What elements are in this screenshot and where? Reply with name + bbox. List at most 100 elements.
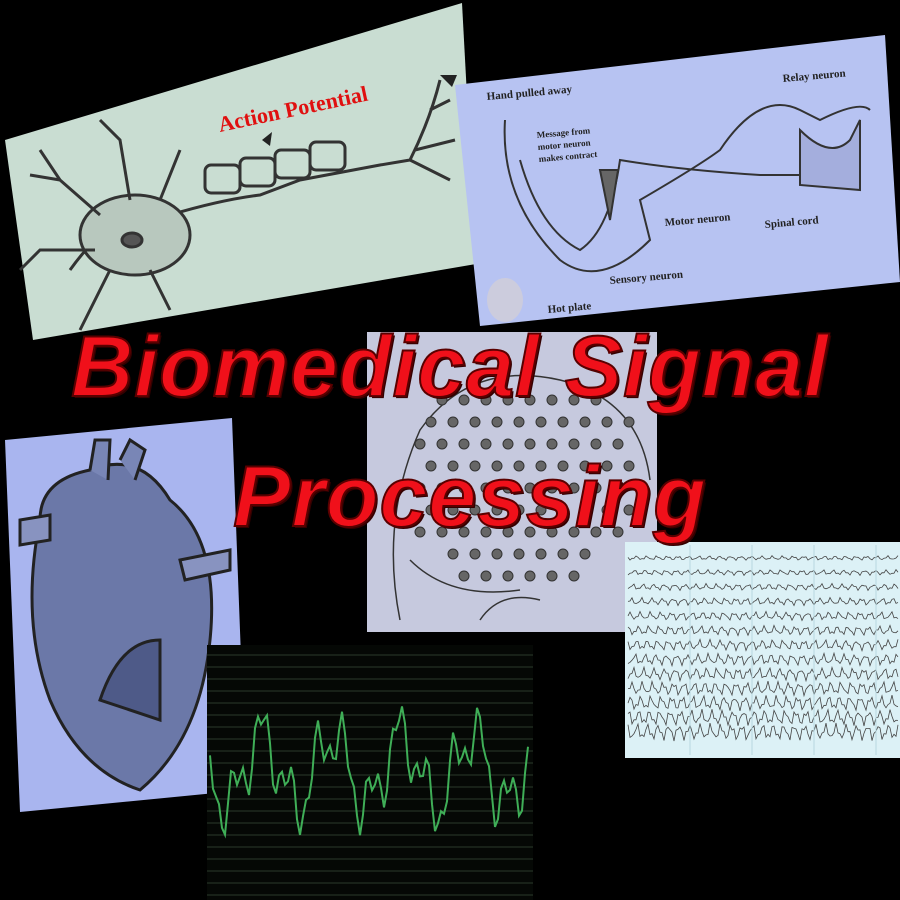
electrode-dot	[601, 504, 613, 516]
electrode-dot	[447, 416, 459, 428]
electrode-dot	[480, 526, 492, 538]
electrode-dot	[546, 482, 558, 494]
electrode-dot	[447, 504, 459, 516]
heart-panel	[5, 418, 246, 812]
reflex-drawing	[503, 104, 871, 273]
electrode-dot	[524, 482, 536, 494]
electrode-dot	[436, 482, 448, 494]
electrode-dot	[590, 438, 602, 450]
eeg-channel-trace	[627, 624, 899, 637]
eeg-channel-trace	[627, 638, 899, 653]
title-line-1: Biomedical Signal	[70, 318, 829, 416]
electrode-dot	[469, 548, 481, 560]
electrode-dot	[612, 482, 624, 494]
electrode-dot	[535, 460, 547, 472]
electrode-dot	[568, 570, 580, 582]
electrode-dot	[579, 460, 591, 472]
electrode-dot	[502, 438, 514, 450]
flame-icon	[487, 278, 523, 322]
message-label: motor neuron	[537, 137, 591, 152]
electrode-dot	[491, 416, 503, 428]
electrode-dot	[469, 460, 481, 472]
electrode-dot	[579, 504, 591, 516]
electrode-dot	[436, 394, 448, 406]
hot-plate-label: Hot plate	[547, 300, 592, 316]
electrode-dot	[480, 570, 492, 582]
electrode-dot	[447, 460, 459, 472]
electrode-dot	[480, 438, 492, 450]
monitor-grid	[207, 654, 533, 896]
eeg-cap-panel	[367, 332, 657, 632]
electrode-dot	[568, 482, 580, 494]
electrode-dot	[502, 570, 514, 582]
eeg-channel-trace	[627, 665, 899, 683]
heart-drawing	[18, 437, 232, 792]
electrode-dot	[513, 416, 525, 428]
eeg-channel-trace	[627, 610, 899, 622]
eeg-channel-trace	[627, 568, 899, 577]
electrode-dot	[612, 438, 624, 450]
relay-neuron-label: Relay neuron	[782, 68, 846, 85]
electrode-dot	[513, 548, 525, 560]
electrode-dot	[425, 416, 437, 428]
electrode-dot	[590, 482, 602, 494]
eeg-channel-trace	[627, 722, 899, 742]
electrode-dot	[623, 460, 635, 472]
electrode-dot	[535, 504, 547, 516]
electrode-dot	[436, 438, 448, 450]
electrode-dot	[590, 394, 602, 406]
electrode-dot	[458, 570, 470, 582]
electrode-dot	[623, 504, 635, 516]
neuron-panel: Action Potential	[5, 3, 476, 340]
electrode-dot	[612, 526, 624, 538]
eeg-channel-trace	[627, 582, 899, 592]
electrode-dot	[502, 394, 514, 406]
electrode-dot	[458, 526, 470, 538]
electrode-dot	[535, 548, 547, 560]
electrode-dot	[425, 504, 437, 516]
electrode-dot	[535, 416, 547, 428]
eeg-channel-trace	[627, 694, 899, 712]
title-line-2: Processing	[232, 448, 707, 546]
electrode-dot	[546, 570, 558, 582]
electrode-dot	[469, 504, 481, 516]
electrode-dot	[579, 548, 591, 560]
signal-trace	[209, 706, 529, 839]
reflex-arc-panel: Hand pulled away Message from motor neur…	[455, 35, 900, 326]
eeg-traces	[627, 545, 899, 755]
electrode-dot	[469, 416, 481, 428]
eeg-trace-panel	[625, 542, 900, 758]
eeg-channel-trace	[627, 679, 899, 698]
electrode-dot	[458, 438, 470, 450]
signal-monitor-panel	[207, 645, 533, 900]
electrode-dot	[491, 548, 503, 560]
electrode-dot	[458, 394, 470, 406]
spinal-cord-label: Spinal cord	[764, 214, 819, 231]
electrode-dot	[601, 460, 613, 472]
eeg-channel-trace	[627, 708, 899, 727]
eeg-channel-trace	[627, 554, 899, 562]
electrode-dot	[557, 548, 569, 560]
electrode-dot	[568, 394, 580, 406]
electrode-dot	[436, 526, 448, 538]
electrode-dot	[513, 504, 525, 516]
electrode-dot	[414, 526, 426, 538]
electrode-dot	[546, 394, 558, 406]
electrode-dot	[491, 504, 503, 516]
electrode-dot	[502, 526, 514, 538]
electrode-dot	[491, 460, 503, 472]
electrode-grid	[414, 394, 635, 582]
electrode-dot	[568, 438, 580, 450]
electrode-dot	[425, 460, 437, 472]
eeg-channel-trace	[627, 596, 899, 607]
electrode-dot	[458, 482, 470, 494]
electrode-dot	[590, 526, 602, 538]
electrode-dot	[480, 394, 492, 406]
electrode-dot	[513, 460, 525, 472]
electrode-dot	[480, 482, 492, 494]
electrode-dot	[557, 416, 569, 428]
eeg-channel-trace	[627, 651, 899, 668]
electrode-dot	[557, 460, 569, 472]
